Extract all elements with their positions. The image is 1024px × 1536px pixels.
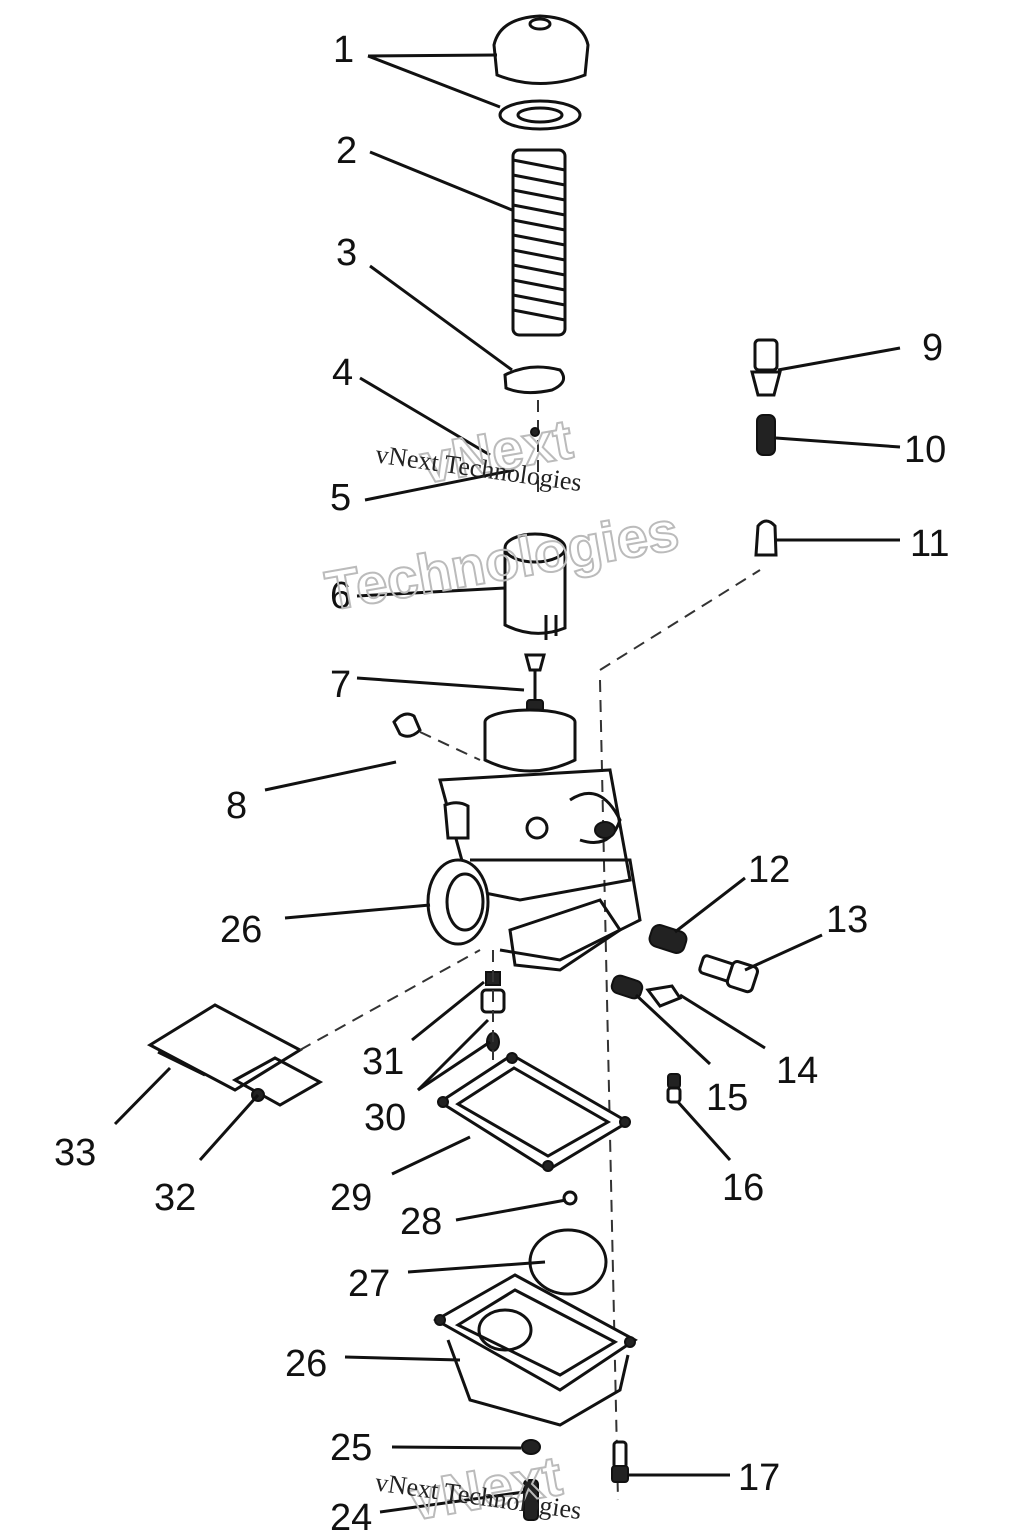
callout-9: 9 [922, 327, 943, 369]
callout-6: 6 [330, 575, 351, 617]
center-axis-lower [599, 679, 619, 1501]
air-screw-part [645, 984, 683, 1008]
callout-2: 2 [336, 130, 357, 172]
bottom-screw-part [523, 1479, 539, 1521]
callout-31: 31 [362, 1041, 404, 1083]
spring-part [511, 148, 567, 337]
plug-axis [419, 731, 481, 761]
watermark-lower: vNext vNext Technologies [373, 1443, 583, 1534]
callout-17: 17 [738, 1457, 780, 1499]
leader-lines [113, 53, 901, 1514]
callout-30: 30 [364, 1097, 406, 1139]
callout-29: 29 [330, 1177, 372, 1219]
callout-28: 28 [400, 1201, 442, 1243]
pilot-jet-part [754, 519, 778, 557]
callout-33: 33 [54, 1132, 96, 1174]
pilot-screw-part [750, 338, 782, 397]
callout-4: 4 [332, 352, 353, 394]
watermark-upper-line2: Technologies [321, 498, 683, 622]
pilot-spring-part [756, 414, 776, 456]
callout-25: 25 [330, 1427, 372, 1469]
callout-8: 8 [226, 785, 247, 827]
callout-10: 10 [904, 429, 946, 471]
callout-11: 11 [910, 523, 949, 565]
pin-part [562, 1190, 578, 1206]
callout-26-lower: 26 [285, 1343, 327, 1385]
callout-32: 32 [154, 1177, 196, 1219]
callout-15: 15 [706, 1077, 748, 1119]
throttle-slide-part [503, 532, 567, 640]
pilot-axis [599, 569, 761, 671]
air-spring-part [610, 974, 644, 1000]
callout-13: 13 [826, 899, 868, 941]
float-bowl-part [432, 1273, 638, 1427]
callout-12: 12 [748, 849, 790, 891]
bracket-axis [299, 949, 481, 1051]
callout-14: 14 [776, 1050, 818, 1092]
drain-screw-part [666, 1073, 682, 1104]
callout-1: 1 [333, 29, 354, 71]
plug-part [392, 712, 422, 738]
callout-3: 3 [336, 232, 357, 274]
gasket-part [437, 1052, 631, 1172]
callout-26-upper: 26 [220, 909, 262, 951]
drain-plug-part [521, 1439, 541, 1455]
callout-7: 7 [330, 664, 351, 706]
clip-part [530, 427, 540, 437]
cap-part [492, 14, 590, 131]
callout-27: 27 [348, 1263, 390, 1305]
watermark-upper: vNext Technologies vNext Technologies [320, 406, 684, 624]
bracket-plate-part [146, 949, 481, 1107]
callout-5: 5 [330, 477, 351, 519]
overflow-screw-part [611, 1440, 629, 1483]
callout-16: 16 [722, 1167, 764, 1209]
callout-24: 24 [330, 1497, 372, 1536]
retainer-plate [503, 365, 566, 395]
idle-screw-part [698, 954, 760, 994]
carburetor-body [426, 708, 642, 972]
